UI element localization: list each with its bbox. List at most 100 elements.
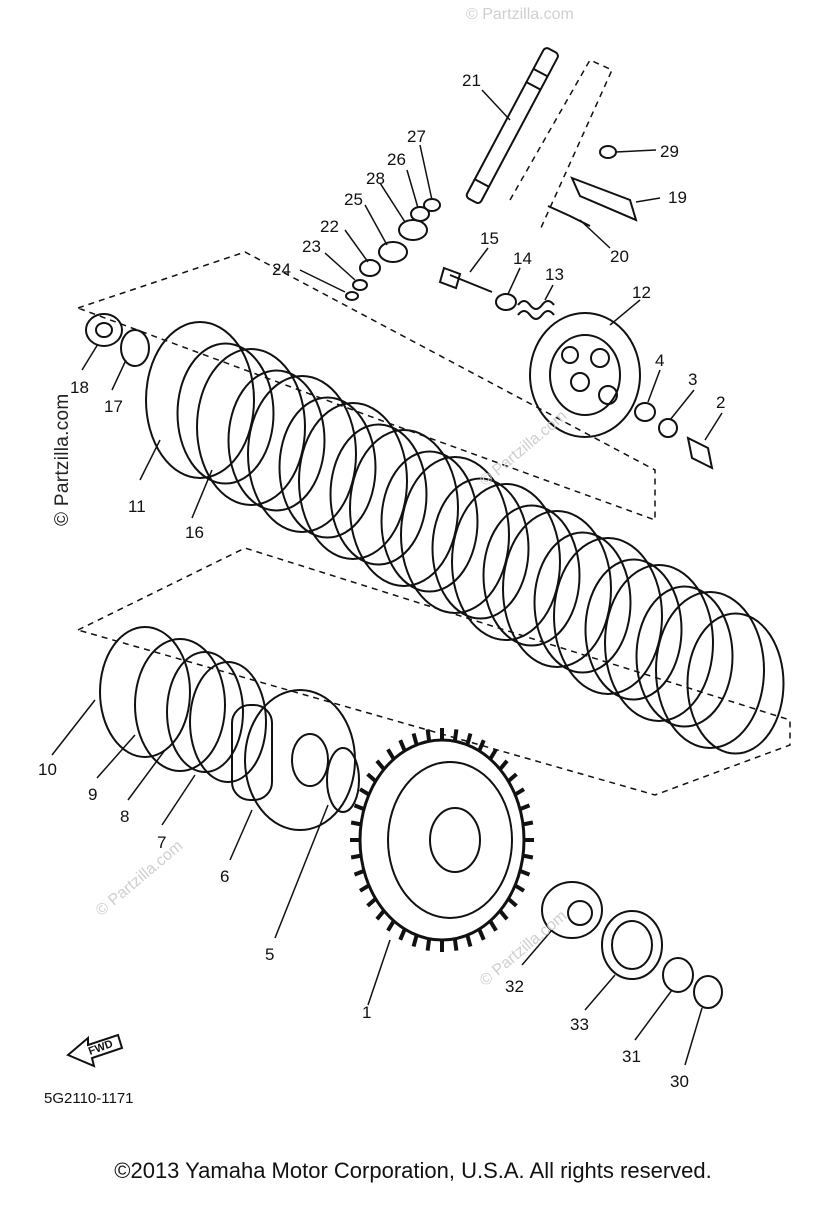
gear-tooth: [452, 938, 459, 951]
steel-plate: [686, 612, 785, 755]
steel-plate: [380, 450, 479, 593]
copyright-notice: ©2013 Yamaha Motor Corporation, U.S.A. A…: [114, 1158, 712, 1183]
spring-8: [166, 651, 244, 773]
friction-plate: [349, 429, 459, 587]
leader-lines: [51, 89, 723, 1066]
gear-tooth: [488, 919, 498, 932]
friction-plate: [604, 564, 714, 722]
callout-5: 5: [265, 945, 274, 964]
callout-labels: 1234567891011121314151617181920212223242…: [38, 71, 725, 1091]
gear-tooth: [398, 739, 407, 752]
push-rod: [465, 47, 559, 204]
gear-tooth: [366, 772, 377, 783]
gear-tooth: [425, 729, 432, 742]
gear-tooth: [514, 883, 526, 893]
gear-tooth: [411, 934, 419, 948]
nut-3: [658, 418, 678, 438]
primary-driven-gear: [350, 728, 534, 952]
thrust-washer-5: [326, 747, 360, 813]
group-outline-top: [77, 251, 656, 522]
gear-tooth: [522, 853, 534, 860]
callout-11: 11: [128, 497, 146, 516]
plate-9: [134, 638, 226, 772]
callout-2: 2: [716, 393, 725, 412]
washer-30: [693, 975, 723, 1009]
callout-31: 31: [622, 1047, 641, 1066]
callout-29: 29: [660, 142, 679, 161]
callout-21: 21: [462, 71, 481, 90]
steel-plate: [533, 531, 632, 674]
steel-plate: [431, 477, 530, 620]
collar-31: [662, 957, 694, 993]
callout-1: 1: [362, 1003, 371, 1022]
gear-tooth: [350, 820, 362, 827]
gear-tooth: [375, 909, 386, 921]
friction-plate: [502, 510, 612, 668]
bolt-washer-spring: [438, 266, 555, 320]
gear-tooth: [507, 772, 518, 783]
callout-24: 24: [272, 260, 291, 279]
group-outline-lever: [509, 59, 613, 231]
callout-6: 6: [220, 867, 229, 886]
friction-plate: [655, 591, 765, 749]
callout-22: 22: [320, 217, 339, 236]
steel-plate: [584, 558, 683, 701]
diagram-code: 5G2110-1171: [44, 1090, 134, 1107]
forward-arrow: FWD: [66, 1033, 124, 1068]
callout-9: 9: [88, 785, 97, 804]
callout-12: 12: [632, 283, 651, 302]
callout-4: 4: [655, 351, 664, 370]
callout-13: 13: [545, 265, 564, 284]
group-outline-bottom: [77, 547, 791, 796]
callout-15: 15: [480, 229, 499, 248]
callout-7: 7: [157, 833, 166, 852]
callout-33: 33: [570, 1015, 589, 1034]
gear-tooth: [465, 934, 473, 948]
clutch-lever: [547, 145, 638, 227]
callout-32: 32: [505, 977, 524, 996]
gear-tooth: [358, 883, 370, 893]
gear-tooth: [522, 820, 534, 827]
callout-20: 20: [610, 247, 629, 266]
gear-tooth: [465, 732, 473, 746]
steel-plate: [329, 423, 428, 566]
gear-tooth: [488, 748, 498, 761]
steel-plate: [176, 342, 275, 485]
watermark-top: © Partzilla.com: [466, 6, 574, 23]
bolt-2: [686, 436, 714, 470]
steel-plate: [635, 585, 734, 728]
callout-10: 10: [38, 760, 57, 779]
gear-tooth: [514, 787, 526, 797]
gear-tooth: [411, 732, 419, 746]
callout-28: 28: [366, 169, 385, 188]
washer-4: [634, 402, 656, 422]
gear-tooth: [425, 938, 432, 951]
callout-16: 16: [185, 523, 204, 542]
gear-tooth: [477, 928, 486, 941]
gear-tooth: [519, 803, 531, 811]
gear-tooth: [353, 803, 365, 811]
watermark-side: © Partzilla.com: [52, 393, 73, 526]
gear-tooth: [366, 897, 377, 908]
gear-tooth: [519, 869, 531, 877]
gear-tooth: [498, 759, 509, 771]
gear-tooth: [386, 919, 396, 932]
gear-tooth: [398, 928, 407, 941]
callout-8: 8: [120, 807, 129, 826]
friction-plate: [553, 537, 663, 695]
callout-30: 30: [670, 1072, 689, 1091]
ring-7: [189, 661, 267, 783]
gear-tooth: [477, 739, 486, 752]
friction-plate: [196, 348, 306, 506]
steel-plate: [482, 504, 581, 647]
friction-plate-stack: [145, 321, 785, 755]
callout-18: 18: [70, 378, 89, 397]
nut-18: [85, 313, 123, 347]
pressure-plate: [529, 312, 641, 438]
gear-tooth: [386, 748, 396, 761]
gear-tooth: [507, 897, 518, 908]
callout-27: 27: [407, 127, 426, 146]
friction-plate: [400, 456, 510, 614]
